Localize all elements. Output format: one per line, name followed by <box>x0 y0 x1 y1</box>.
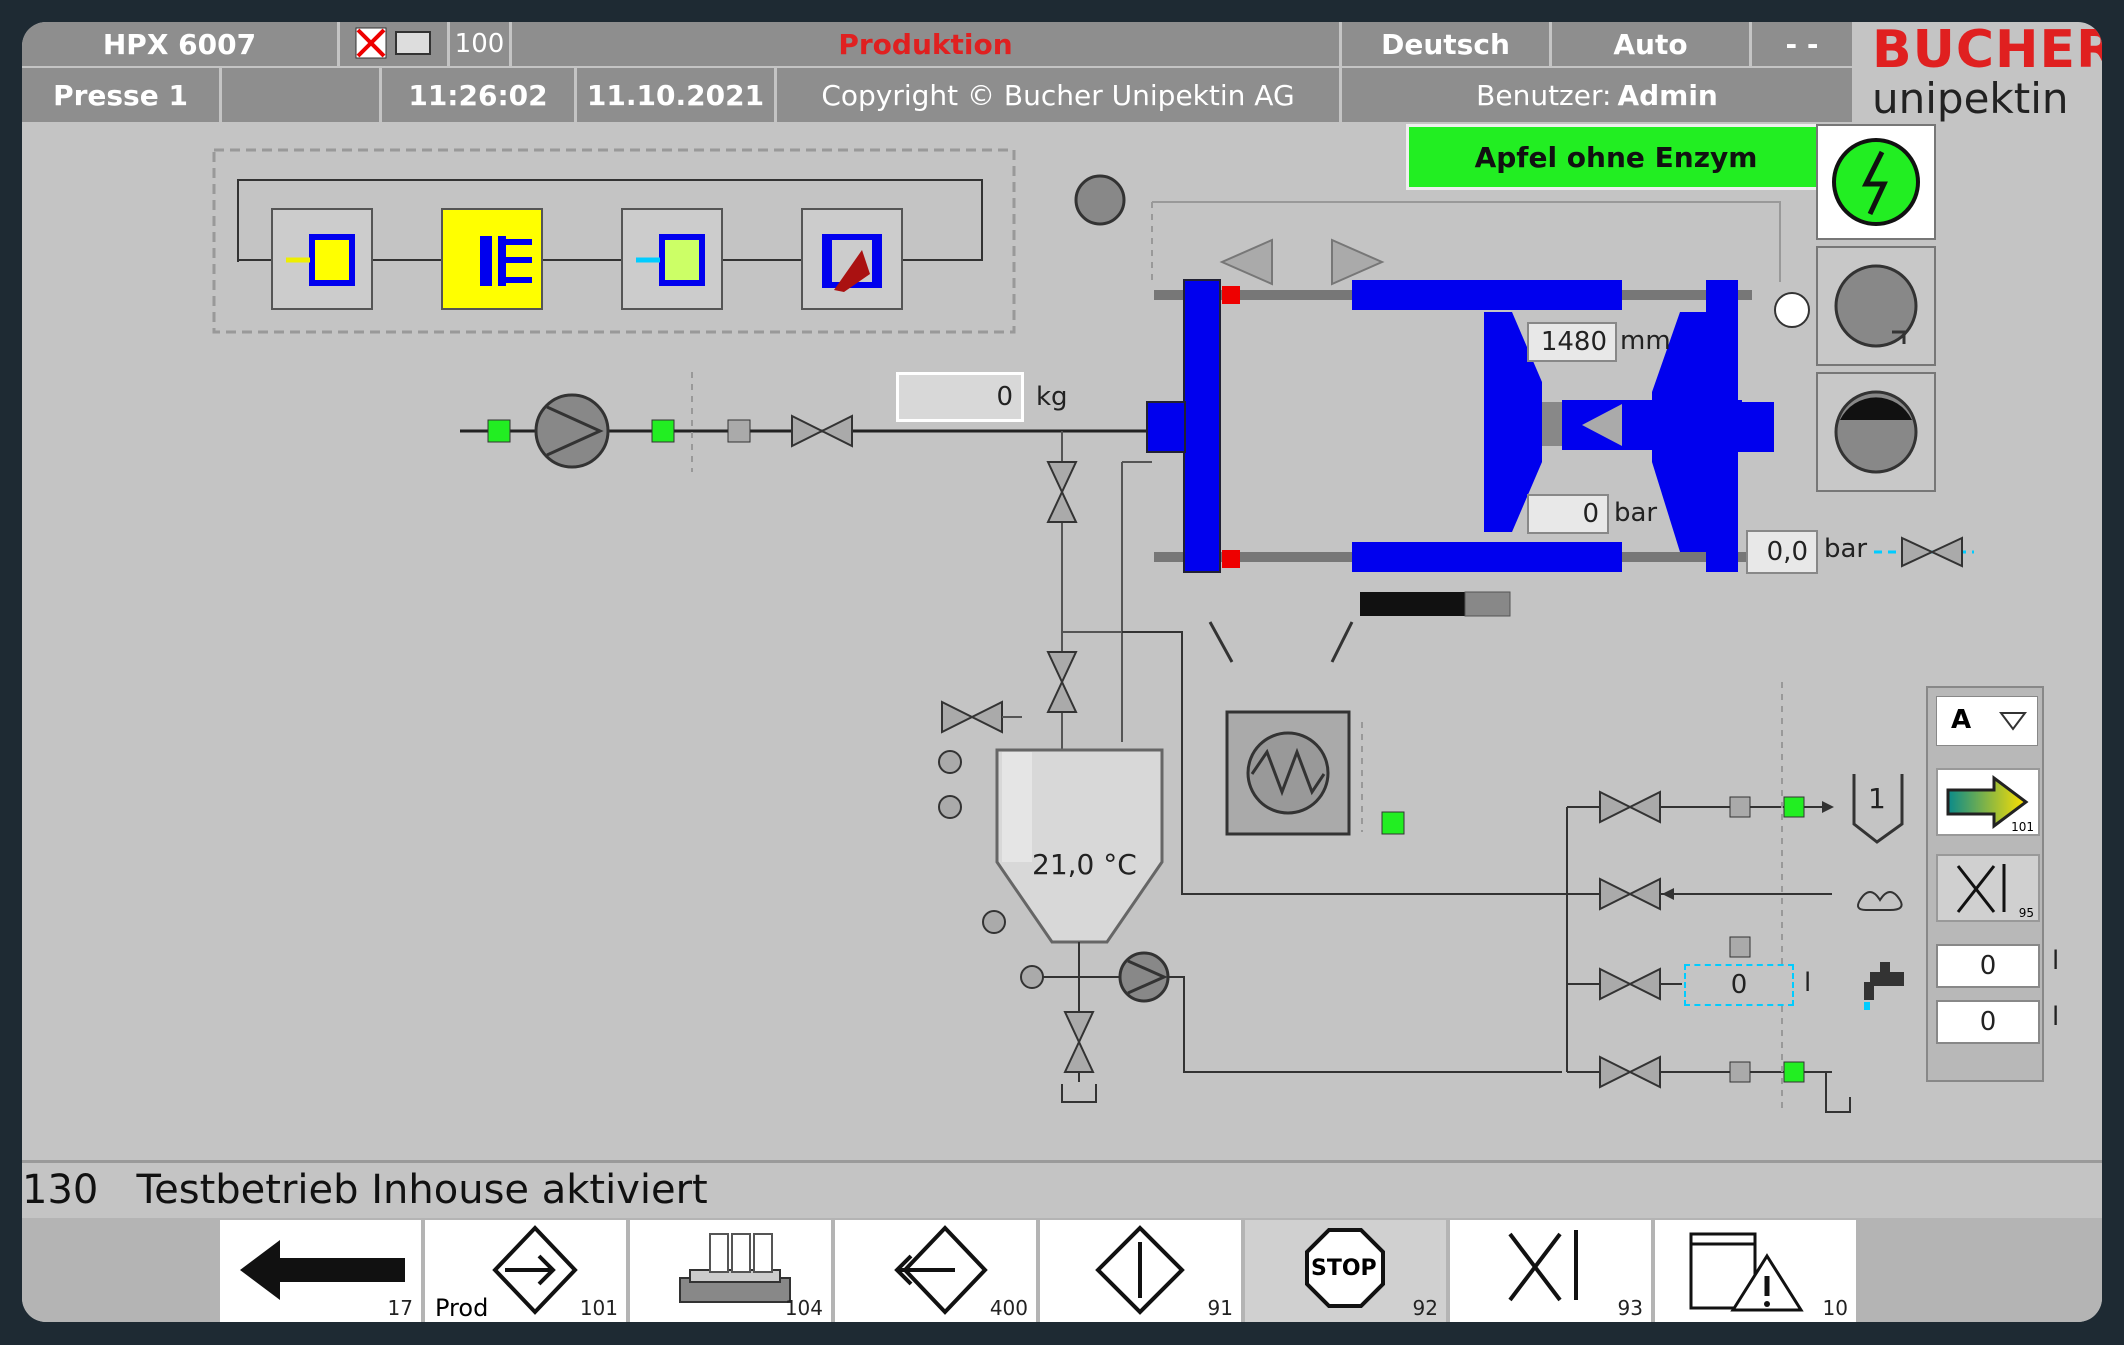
power-button[interactable] <box>1816 124 1936 240</box>
status-text: Testbetrieb Inhouse aktiviert <box>136 1167 708 1213</box>
recipe-name: Apfel ohne Enzym <box>1474 140 1758 174</box>
bucher-logo: BUCHER unipektin <box>1872 22 2102 130</box>
logo-brand: BUCHER <box>1872 22 2102 80</box>
xi-stop-icon <box>1956 864 2006 913</box>
water-readout[interactable]: 0 <box>1684 964 1794 1006</box>
user-name: Admin <box>1617 78 1718 112</box>
line-pressure-readout: 0,0 <box>1746 530 1818 574</box>
exit-production-button[interactable]: 400 <box>835 1220 1040 1322</box>
counter-1[interactable]: 0 <box>1936 944 2040 988</box>
counter-2-unit: l <box>2052 1002 2060 1032</box>
operating-mode[interactable]: Auto <box>1552 22 1752 66</box>
press-drum[interactable] <box>1146 279 1774 573</box>
stop-all-button[interactable]: 93 <box>1450 1220 1655 1322</box>
status-code: 130 <box>22 1167 99 1213</box>
arrow-num: 101 <box>2011 820 2034 834</box>
copyright-text: Copyright © Bucher Unipektin AG <box>777 68 1342 122</box>
stop-outlet-button[interactable]: 95 <box>1936 854 2040 922</box>
key-num: 104 <box>784 1296 823 1320</box>
stroke-unit: mm <box>1620 326 1671 356</box>
mode-status: Produktion <box>512 22 1342 66</box>
start-icon <box>1095 1225 1185 1315</box>
clock-date: 11.10.2021 <box>577 68 777 122</box>
sequence-step-discharge[interactable] <box>801 208 903 310</box>
key-label: Prod <box>435 1294 489 1322</box>
user-info[interactable]: Benutzer: Admin <box>1342 68 1852 122</box>
transfer-arrow-button[interactable]: 101 <box>1936 768 2040 836</box>
extra-indicator: - - <box>1785 27 1819 61</box>
power-icon <box>1832 138 1920 226</box>
stop-label: STOP <box>1311 1256 1377 1281</box>
status-bar: 130 Testbetrieb Inhouse aktiviert <box>22 1160 2102 1219</box>
press-name: Presse 1 <box>22 68 222 122</box>
alarm-list-button[interactable]: 10 <box>1655 1220 1860 1322</box>
alarm-document-icon <box>1689 1232 1804 1312</box>
arrow-left-icon <box>240 1240 405 1300</box>
empty-cell <box>222 68 382 122</box>
clock-time: 11:26:02 <box>382 68 577 122</box>
cleaning-machine-icon <box>679 1233 791 1303</box>
stop-sign-icon <box>1305 1228 1385 1308</box>
key-num: 101 <box>579 1296 618 1320</box>
steam-icon <box>1857 891 1903 911</box>
header-row-1: HPX 6007 100 Produktion Deutsch Auto - - <box>22 22 1852 66</box>
start-button[interactable]: 91 <box>1040 1220 1245 1322</box>
key-num: 92 <box>1412 1296 1438 1320</box>
key-num: 10 <box>1822 1296 1848 1320</box>
fill-level-button[interactable] <box>1816 372 1936 492</box>
tank-number: 1 <box>1868 782 1886 815</box>
arrow-right-icon <box>1946 775 2029 829</box>
production-button[interactable]: Prod 101 <box>425 1220 630 1322</box>
machine-name: HPX 6007 <box>22 22 340 66</box>
key-num: 400 <box>989 1296 1028 1320</box>
status-message: 130 Testbetrieb Inhouse aktiviert <box>22 1167 708 1213</box>
xi-num: 95 <box>2018 906 2034 920</box>
xi-stop-icon <box>1508 1230 1578 1302</box>
hmi-screen: HPX 6007 100 Produktion Deutsch Auto - -… <box>22 22 2102 1322</box>
header-row-2: Presse 1 11:26:02 11.10.2021 Copyright ©… <box>22 68 1852 122</box>
function-key-bar: 17 Prod 101 104 <box>22 1218 2102 1322</box>
chevron-down-icon <box>1999 712 2027 731</box>
sequence-step-press[interactable] <box>441 208 543 310</box>
tank-temperature: 21,0 °C <box>1032 848 1137 881</box>
exit-arrow-icon <box>894 1225 988 1315</box>
weight-readout: 0 <box>896 372 1024 422</box>
key-num: 17 <box>387 1296 413 1320</box>
back-button[interactable]: 17 <box>220 1220 425 1322</box>
recipe-display[interactable]: Apfel ohne Enzym <box>1406 124 1826 190</box>
counter-1-unit: l <box>2052 946 2060 976</box>
key-num: 93 <box>1617 1296 1643 1320</box>
rotate-icon <box>1834 264 1918 348</box>
sequence-step-fill[interactable] <box>271 208 373 310</box>
tank-outlet-icon[interactable] <box>1852 774 1904 844</box>
user-label: Benutzer: <box>1476 78 1612 112</box>
weight-unit: kg <box>1036 382 1068 412</box>
fill-level-icon <box>1834 390 1918 474</box>
pressure-unit: bar <box>1614 498 1658 528</box>
counter-2[interactable]: 0 <box>1936 1000 2040 1044</box>
selector-value: A <box>1951 705 1972 735</box>
pressure-readout: 0 <box>1527 494 1609 534</box>
enter-production-icon <box>492 1225 578 1315</box>
selector-dropdown[interactable]: A <box>1936 696 2038 746</box>
cleaning-button[interactable]: 104 <box>630 1220 835 1322</box>
stop-button[interactable]: STOP 92 <box>1245 1220 1450 1322</box>
outlet-panel: A 101 95 0 0 <box>1926 686 2044 1082</box>
logo-sub: unipektin <box>1872 74 2069 123</box>
heat-exchanger[interactable] <box>1225 710 1351 836</box>
water-tap-icon <box>1864 962 1904 1010</box>
key-num: 91 <box>1207 1296 1233 1320</box>
stroke-readout: 1480 <box>1527 322 1617 362</box>
process-diagram <box>212 148 1974 1113</box>
language-select[interactable]: Deutsch <box>1342 22 1552 66</box>
line-pressure-unit: bar <box>1824 534 1868 564</box>
count-value: 100 <box>450 22 512 66</box>
sequence-step-rinse[interactable] <box>621 208 723 310</box>
water-unit: l <box>1804 968 1812 998</box>
alarm-icons[interactable] <box>340 22 450 66</box>
rotate-drum-button[interactable] <box>1816 246 1936 366</box>
